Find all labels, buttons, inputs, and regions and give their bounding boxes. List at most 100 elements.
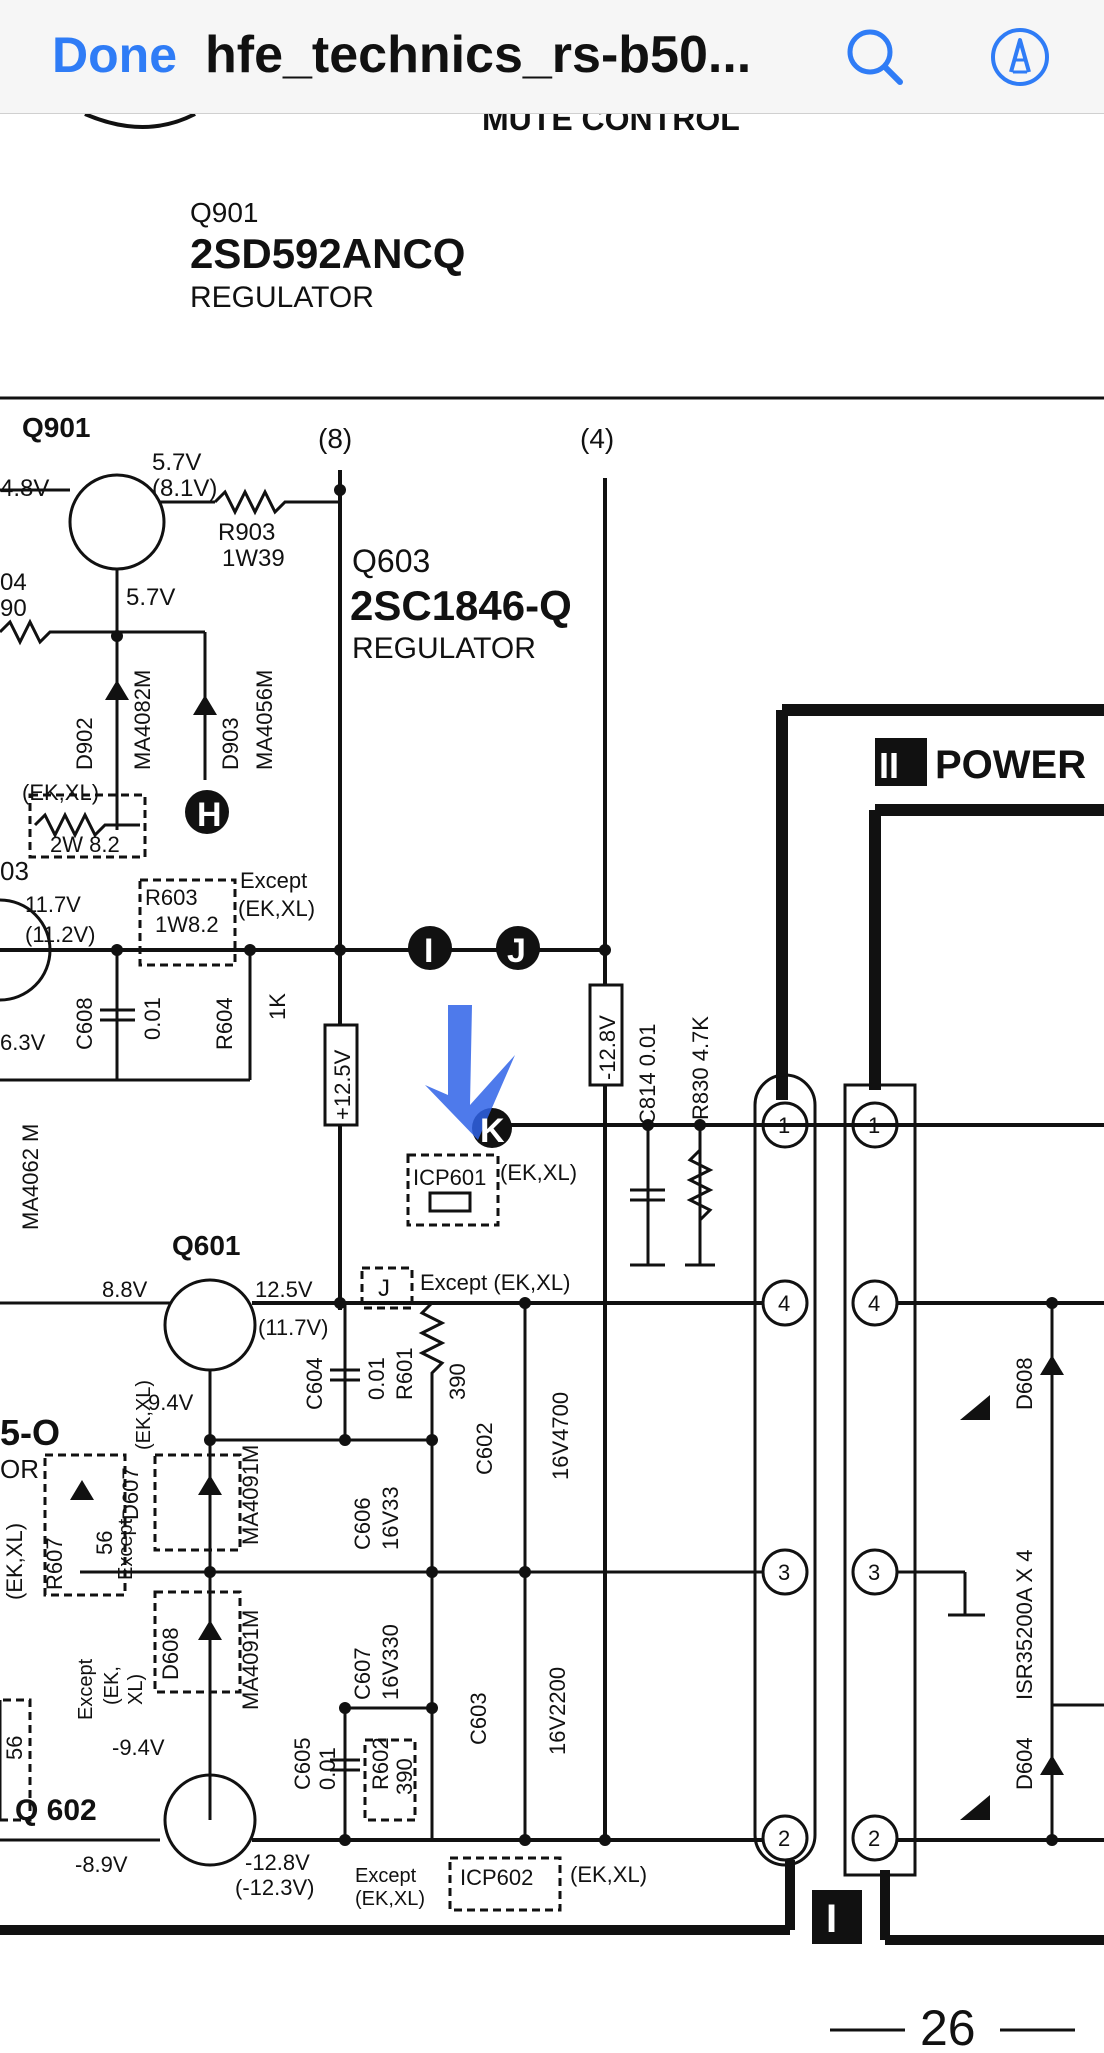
v-94: 9.4V <box>148 1390 194 1415</box>
r603-label: R603 <box>145 885 198 910</box>
block-1-label: I <box>826 1897 837 1941</box>
top-toolbar: Done hfe_technics_rs-b50... <box>0 0 1104 114</box>
c603-value: 16V2200 <box>545 1667 570 1755</box>
d608-right-label: D608 <box>1012 1357 1037 1410</box>
v-57b: 5.7V <box>126 584 175 611</box>
except-c: Except <box>115 1518 137 1580</box>
markup-pen-icon[interactable] <box>985 22 1055 92</box>
c602-label: C602 <box>472 1422 497 1475</box>
except-e: Except <box>355 1865 417 1887</box>
r601-label: R601 <box>392 1347 417 1400</box>
v-57a: 5.7V <box>152 449 201 476</box>
v-117: 11.7V <box>25 892 81 917</box>
v-m123: (-12.3V) <box>235 1875 314 1900</box>
c602-value: 16V4700 <box>548 1392 573 1480</box>
r602-label: R602 <box>368 1737 393 1790</box>
document-page[interactable]: H I J K MUTE CONTROL Q901 2SD592ANCQ REG… <box>0 101 1104 2053</box>
search-icon[interactable] <box>840 22 910 92</box>
done-button[interactable]: Done <box>52 27 177 83</box>
r607-label: R607 <box>42 1537 67 1590</box>
except-d: Except <box>75 1658 97 1720</box>
q603-role: REGULATOR <box>352 632 536 665</box>
c606-value: 16V33 <box>378 1486 403 1550</box>
j-box-label: J <box>378 1275 390 1302</box>
schematic-diagram: H I J K MUTE CONTROL Q901 2SD592ANCQ REG… <box>0 101 1104 2053</box>
pin-3-left: 3 <box>778 1560 790 1585</box>
ekxl-b: (EK,XL) <box>238 896 315 921</box>
v-63: 6.3V <box>0 1030 46 1055</box>
d903-label: D903 <box>218 717 243 770</box>
r604-label: R604 <box>212 997 237 1050</box>
d902-value: MA4082M <box>130 670 155 770</box>
d903-value: MA4056M <box>252 670 277 770</box>
testpoint-i: I <box>424 932 433 970</box>
c604-label: C604 <box>302 1357 327 1410</box>
testpoint-k: K <box>480 1112 505 1150</box>
v-81: (8.1V) <box>152 475 217 502</box>
v-plus125: +12.5V <box>330 1049 355 1120</box>
ekxl-a: (EK,XL) <box>22 780 99 805</box>
power-label: POWER <box>935 743 1086 787</box>
ekxl-f: (EK, <box>101 1666 123 1705</box>
q603-part: 2SC1846-Q <box>350 582 572 629</box>
nor-label: OR <box>0 1454 39 1484</box>
pin-2-right: 2 <box>868 1826 880 1851</box>
ekxl-g: XL) <box>125 1674 147 1705</box>
r602-value: 390 <box>392 1758 417 1795</box>
except-b: Except (EK,XL) <box>420 1270 570 1295</box>
c608-label: C608 <box>72 997 97 1050</box>
blue-arrow-annotation <box>425 1005 515 1140</box>
n03: 03 <box>0 856 29 886</box>
c605-value: 0.01 <box>315 1747 340 1790</box>
except-a: Except <box>240 868 307 893</box>
ma4062-label: MA4062 M <box>18 1124 43 1230</box>
c603-label: C603 <box>466 1692 491 1745</box>
d608-label: D608 <box>158 1627 183 1680</box>
q603-id: Q603 <box>352 543 430 579</box>
c814-label: C814 0.01 <box>635 1023 660 1125</box>
pin-2-left: 2 <box>778 1826 790 1851</box>
q901-role: REGULATOR <box>190 281 374 314</box>
connector-8: (8) <box>318 423 352 454</box>
d607-label: D607 <box>118 1467 143 1520</box>
pin-4-left: 4 <box>778 1291 790 1316</box>
ekxl-c: (EK,XL) <box>500 1160 577 1185</box>
connector-4: (4) <box>580 423 614 454</box>
d604-label: D604 <box>1012 1737 1037 1790</box>
c607-value: 16V330 <box>378 1624 403 1700</box>
document-title: hfe_technics_rs-b50... <box>205 26 752 84</box>
icp602-label: ICP602 <box>460 1865 533 1890</box>
pin-4-right: 4 <box>868 1291 880 1316</box>
icp601-label: ICP601 <box>413 1165 486 1190</box>
ekxl-e: (EK,XL) <box>2 1523 27 1600</box>
isr-label: ISR35200A X 4 <box>1012 1550 1037 1700</box>
v-m89: -8.9V <box>75 1852 128 1877</box>
r904-label: 04 <box>0 569 27 596</box>
v-117b: (11.7V) <box>258 1315 329 1340</box>
v-88: 8.8V <box>102 1277 148 1302</box>
c608-value: 0.01 <box>140 997 165 1040</box>
power-block-number: II <box>879 745 899 786</box>
r-2w82: 2W 8.2 <box>50 832 120 857</box>
ekxl-h: (EK,XL) <box>355 1888 425 1910</box>
q901-part: 2SD592ANCQ <box>190 230 465 277</box>
page-number: 26 <box>920 2000 976 2048</box>
r607-value: 56 <box>92 1531 117 1555</box>
pin-1-left: 1 <box>778 1113 790 1138</box>
ma4091-b: MA4091M <box>238 1610 263 1710</box>
n56-label: 56 <box>2 1736 27 1760</box>
n50-label: 5-O <box>0 1412 60 1453</box>
q602-label: Q 602 <box>15 1794 97 1827</box>
r601-value: 390 <box>445 1363 470 1400</box>
c605-label: C605 <box>290 1737 315 1790</box>
q901-label: Q901 <box>22 412 91 443</box>
c606-label: C606 <box>350 1497 375 1550</box>
c604-value: 0.01 <box>364 1357 389 1400</box>
pin-3-right: 3 <box>868 1560 880 1585</box>
d902-label: D902 <box>72 717 97 770</box>
r903-value: 1W39 <box>222 545 285 572</box>
r603-value: 1W8.2 <box>155 912 219 937</box>
v-112: (11.2V) <box>25 922 96 947</box>
q601-label: Q601 <box>172 1230 241 1261</box>
mute-control-label: MUTE CONTROL <box>482 114 740 137</box>
